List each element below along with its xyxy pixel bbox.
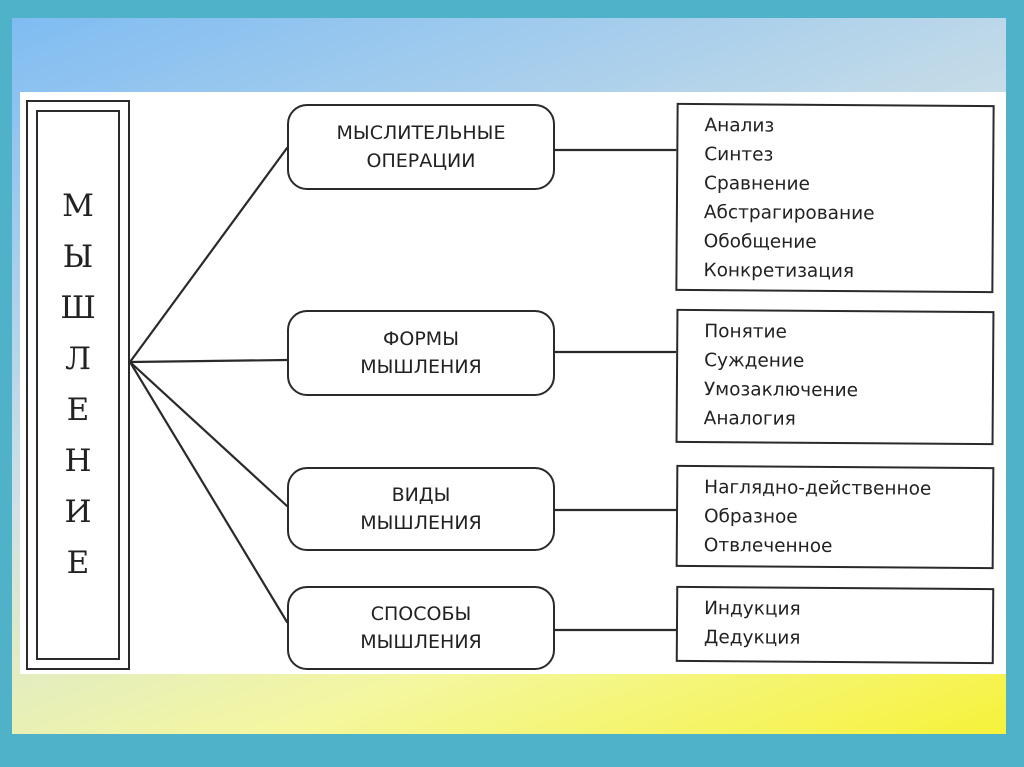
root-letter: Е (66, 392, 90, 428)
root-letter: Е (66, 545, 90, 581)
list-item: Наглядно-действенное (704, 477, 932, 500)
category-title-line1: ФОРМЫ (383, 328, 459, 350)
category-box-methods: СПОСОБЫ МЫШЛЕНИЯ (287, 586, 555, 670)
list-item: Аналогия (703, 408, 796, 430)
category-title-line1: СПОСОБЫ (370, 603, 472, 625)
list-item: Суждение (704, 350, 805, 372)
category-box-operations: МЫСЛИТЕЛЬНЫЕ ОПЕРАЦИИ (287, 104, 555, 190)
list-box-types: Наглядно-действенное Образное Отвлеченно… (675, 464, 995, 570)
category-title-line2: ОПЕРАЦИИ (366, 150, 476, 172)
root-letter: И (64, 494, 92, 530)
root-letter: Ы (62, 239, 94, 275)
root-letter: М (62, 188, 94, 224)
list-item: Отвлеченное (703, 535, 833, 557)
list-box-operations: Анализ Синтез Сравнение Абстрагирование … (675, 102, 995, 294)
root-letter: Ш (60, 290, 96, 326)
connector-root-operations (128, 146, 289, 364)
list-item: Образное (703, 506, 798, 528)
list-box-methods: Индукция Дедукция (675, 585, 995, 665)
list-item: Сравнение (704, 173, 811, 195)
category-title-line2: МЫШЛЕНИЯ (360, 356, 482, 378)
category-box-types: ВИДЫ МЫШЛЕНИЯ (287, 467, 555, 551)
connector-root-types (128, 360, 289, 508)
category-title-line2: МЫШЛЕНИЯ (360, 512, 482, 534)
list-item: Умозаключение (703, 379, 859, 402)
root-concept-box: М Ы Ш Л Е Н И Е (26, 100, 130, 670)
category-box-forms: ФОРМЫ МЫШЛЕНИЯ (287, 310, 555, 396)
connector-root-methods (128, 360, 289, 624)
list-box-forms: Понятие Суждение Умозаключение Аналогия (675, 308, 995, 446)
list-item: Абстрагирование (703, 202, 875, 225)
list-item: Анализ (704, 115, 775, 137)
category-title-line1: ВИДЫ (391, 484, 451, 506)
list-item: Конкретизация (703, 260, 855, 283)
list-item: Понятие (704, 321, 788, 343)
list-item: Обобщение (703, 231, 817, 253)
category-title-line2: МЫШЛЕНИЯ (360, 631, 482, 653)
root-letter: Л (65, 341, 91, 377)
list-item: Синтез (704, 144, 774, 166)
category-title-line1: МЫСЛИТЕЛЬНЫЕ (336, 122, 506, 144)
root-concept-inner-border: М Ы Ш Л Е Н И Е (36, 110, 120, 660)
list-item: Дедукция (703, 627, 801, 649)
root-letter: Н (64, 443, 92, 479)
list-item: Индукция (704, 598, 801, 620)
connector-root-forms (128, 358, 289, 364)
